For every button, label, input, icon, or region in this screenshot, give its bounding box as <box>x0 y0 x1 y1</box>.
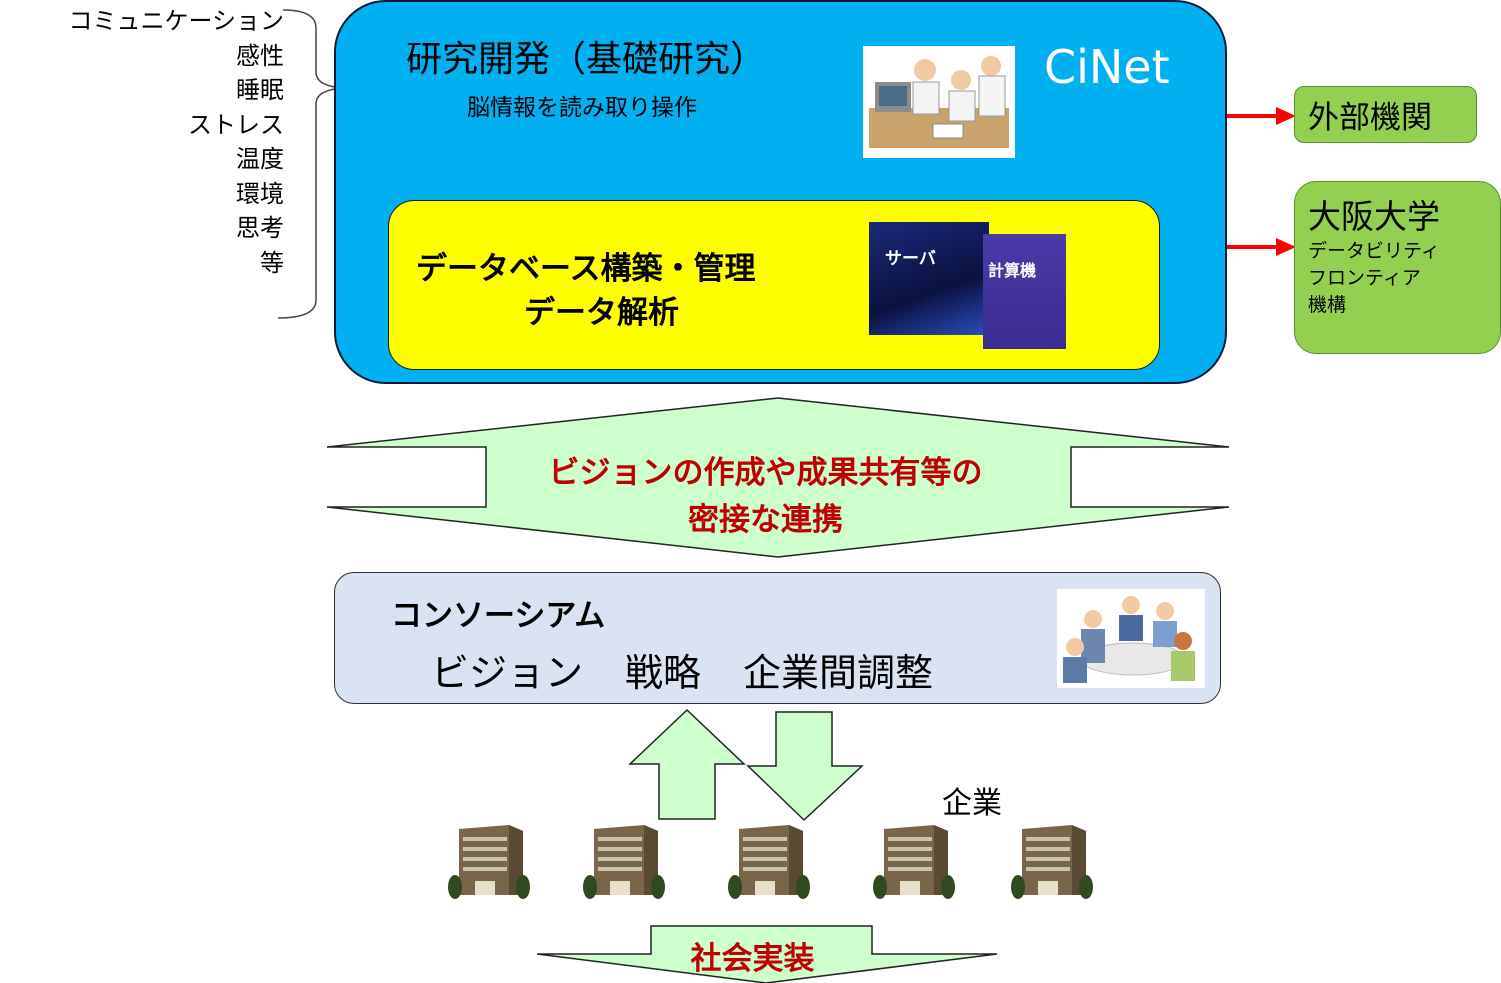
computer-label: 計算機 <box>988 261 1037 280</box>
osaka-university-subtitle: データビリティ フロンティア 機構 <box>1308 238 1440 319</box>
database-subtitle: データ解析 <box>524 295 679 331</box>
company-building <box>728 825 810 899</box>
company-building <box>873 825 955 899</box>
scientists-illustration <box>863 46 1015 158</box>
consortium-item: ビジョン <box>431 651 584 695</box>
osaka-university-title: 大阪大学 <box>1308 197 1440 236</box>
osaka-sub-line: データビリティ <box>1308 240 1440 262</box>
research-title: 研究開発（基礎研究） <box>406 39 767 80</box>
consortium-title: コンソーシアム <box>391 598 606 634</box>
research-subtitle: 脳情報を読み取り操作 <box>467 95 697 121</box>
topic-item: ストレス <box>188 110 284 139</box>
down-arrow <box>746 711 864 822</box>
meeting-illustration <box>1057 589 1205 688</box>
cinet-label: CiNet <box>1044 40 1170 94</box>
topic-item: 等 <box>260 248 284 277</box>
implementation-arrow <box>536 925 998 983</box>
osaka-sub-line: 機構 <box>1308 294 1347 316</box>
company-building <box>448 825 530 899</box>
company-label: 企業 <box>942 786 1002 821</box>
company-building <box>583 825 665 899</box>
collaboration-text-line1: ビジョンの作成や成果共有等の <box>548 455 983 491</box>
consortium-item: 企業間調整 <box>743 651 934 695</box>
implementation-label: 社会実装 <box>690 941 815 977</box>
consortium-item: 戦略 <box>625 651 702 695</box>
collaboration-text-line2: 密接な連携 <box>688 502 843 538</box>
server-label: サーバ <box>885 249 936 269</box>
topic-item: 感性 <box>236 41 284 70</box>
external-org-label: 外部機関 <box>1308 100 1432 136</box>
up-arrow <box>628 708 746 820</box>
computer-image <box>983 234 1066 349</box>
consortium-items: ビジョン戦略企業間調整 <box>431 642 933 697</box>
topic-item: 環境 <box>236 179 284 208</box>
external-org-box <box>1294 86 1477 143</box>
company-building <box>1011 825 1093 899</box>
osaka-sub-line: フロンティア <box>1308 267 1421 289</box>
server-image <box>869 222 989 335</box>
osaka-university-box <box>1294 181 1501 354</box>
topic-list: コミュニケーション 感性 睡眠 ストレス 温度 環境 思考 等 <box>0 4 284 280</box>
topic-item: コミュニケーション <box>68 7 284 35</box>
topic-item: 温度 <box>236 145 284 173</box>
topic-item: 思考 <box>236 214 284 242</box>
collaboration-arrow <box>326 397 1230 558</box>
topic-item: 睡眠 <box>236 76 284 104</box>
database-title: データベース構築・管理 <box>416 251 756 287</box>
